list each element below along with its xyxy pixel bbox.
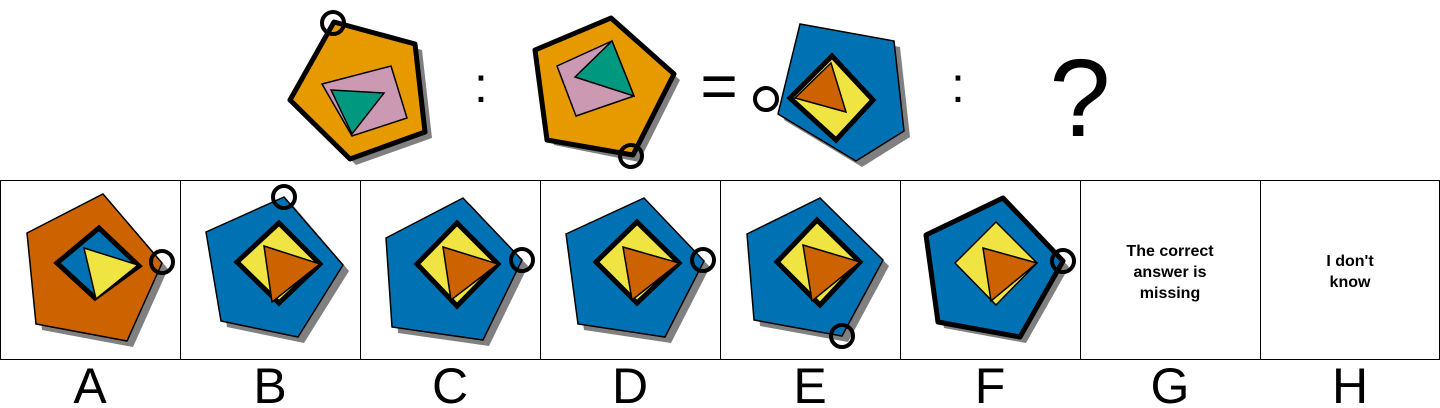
question-mark: ?	[1049, 37, 1110, 160]
option-e[interactable]: E	[721, 181, 900, 408]
option-d[interactable]: D	[541, 181, 720, 408]
option-e-triangle	[802, 243, 862, 303]
equals-sign: =	[700, 50, 737, 122]
option-d-marker-circle	[690, 247, 716, 273]
option-a[interactable]: A	[1, 181, 180, 408]
figure-2-triangle	[573, 39, 636, 98]
figure-2-marker-circle	[618, 143, 644, 169]
option-a-marker-circle	[149, 249, 175, 275]
option-h-text-line-1: I don't	[1326, 253, 1374, 270]
option-d-letter: D	[612, 358, 648, 408]
figure-1-marker-circle	[320, 10, 346, 36]
option-g-text-line-2: answer is	[1134, 264, 1207, 281]
option-b[interactable]: B	[181, 181, 360, 408]
option-h-text-line-2: know	[1330, 274, 1371, 291]
option-g-text-line-3: missing	[1140, 285, 1200, 302]
figure-3-marker-circle	[753, 86, 779, 112]
option-c[interactable]: C	[361, 181, 540, 408]
option-d-triangle	[622, 245, 681, 302]
option-e-marker-circle	[829, 323, 855, 349]
option-c-triangle	[442, 245, 500, 302]
puzzle-figure-1	[287, 10, 432, 165]
option-a-triangle	[82, 246, 140, 301]
puzzle-row: : = : ?	[287, 10, 1111, 169]
option-b-letter: B	[253, 358, 286, 408]
option-g-letter: G	[1151, 358, 1190, 408]
colon-2: :	[951, 57, 965, 113]
colon-1: :	[474, 57, 488, 113]
option-b-marker-circle	[271, 184, 297, 210]
option-f[interactable]: F	[901, 181, 1080, 408]
option-g[interactable]: The correct answer is missing G	[1081, 181, 1260, 408]
puzzle-figure-3	[753, 23, 910, 167]
option-c-letter: C	[432, 358, 468, 408]
option-f-letter: F	[975, 358, 1006, 408]
figure-1-triangle	[329, 89, 386, 136]
option-c-marker-circle	[509, 247, 535, 273]
puzzle-figure-2	[532, 15, 680, 169]
option-e-letter: E	[793, 358, 826, 408]
option-b-triangle	[263, 244, 322, 304]
option-a-letter: A	[73, 358, 107, 408]
option-h[interactable]: I don't know H	[1261, 181, 1439, 408]
option-g-text-line-1: The correct	[1126, 243, 1214, 260]
figure-3-triangle	[793, 61, 848, 114]
option-f-triangle	[982, 246, 1039, 303]
option-f-marker-circle	[1050, 248, 1076, 274]
option-h-letter: H	[1332, 358, 1368, 408]
